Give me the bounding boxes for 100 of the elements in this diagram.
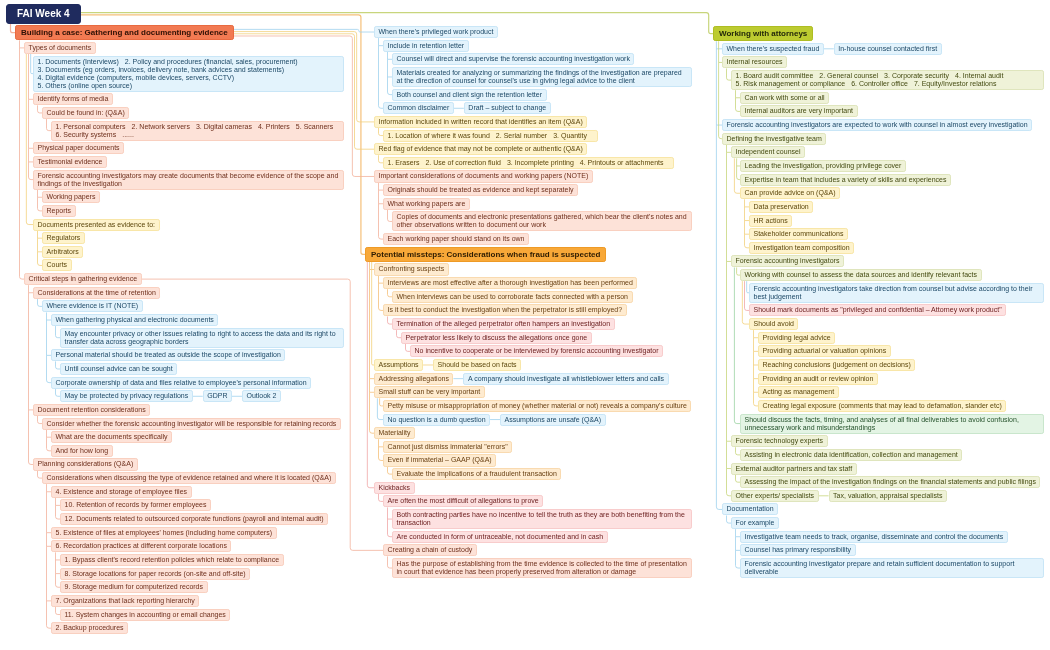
topic-node [740,159,906,172]
connector-line [28,292,34,294]
topic-node [500,413,606,426]
connector-line [753,329,754,339]
topic-node [758,358,916,371]
connector-line [378,282,379,309]
connector-line [28,98,29,149]
connector-line [744,206,745,221]
connector-line [735,108,741,112]
topic-node [51,349,286,362]
topic-node [758,345,891,358]
topic-node [374,386,485,399]
connector-line [746,280,750,294]
topic-node [740,544,856,557]
connector-line [718,62,719,137]
connector-line [378,189,384,191]
topic-node [51,431,173,444]
connector-line [818,495,829,497]
connector-line [736,267,741,276]
connector-line [55,325,61,339]
topic-node [392,468,562,481]
topic-node [383,495,544,508]
connector-line [55,606,61,615]
topic-node [383,102,454,115]
connector-line [716,48,723,50]
connector-line [378,438,379,448]
connector-line [726,151,727,262]
topic-node [740,448,963,461]
connector-line [378,457,384,461]
topic-node [383,399,692,412]
connector-line [46,491,52,493]
connector-line [378,127,384,136]
connector-line [726,492,732,497]
connector-line [735,549,741,551]
connector-line [378,307,384,311]
connector-line [366,261,375,489]
connector-line [716,506,723,510]
connector-line [726,261,732,262]
connector-line [387,518,393,520]
connector-line [387,51,388,60]
connector-line [46,436,47,449]
topic-node [51,444,113,457]
connector-line [37,251,38,264]
topic-node [383,544,477,557]
connector-line [233,35,375,177]
connector-line [80,14,366,255]
connector-line [726,440,732,442]
connector-line [753,403,759,407]
connector-line [753,378,754,393]
connector-line [37,189,38,198]
connector-line [19,47,20,277]
connector-line [387,533,393,538]
topic-node [33,93,113,106]
connector-line [735,89,736,99]
topic-node [740,558,1044,579]
connector-line [28,161,34,163]
connector-line [726,515,732,524]
connector-line [28,461,34,465]
connector-line [28,147,29,163]
topic-node [749,200,814,213]
connector-line [726,68,732,81]
connector-line [55,573,56,586]
connector-line [46,447,52,452]
connector-line [37,104,43,114]
topic-node [51,485,192,498]
topic-node [33,55,344,92]
connector-line [28,409,29,463]
connector-line [735,97,736,110]
connector-line [55,505,56,517]
topic-label: Building a case: Gathering and documenting evidence [21,28,228,38]
connector-line [378,282,384,284]
connector-line [718,135,723,140]
topic-node [241,390,281,403]
main-topic [713,26,814,42]
topic-node [392,290,633,303]
connector-line [378,493,384,502]
connector-line [753,350,754,366]
connector-line [735,565,741,569]
connector-line [37,196,38,209]
topic-node [60,567,251,580]
connector-line [377,397,384,420]
connector-line [378,446,379,459]
topic-node [383,454,497,467]
connector-line [46,436,52,438]
topic-node [731,70,1044,91]
topic-node [758,331,836,344]
topic-node [33,403,151,416]
topic-node [740,530,1008,543]
topic-node [51,120,344,141]
topic-node [51,622,129,635]
topic-node [731,462,857,475]
connector-line [378,203,379,237]
connector-line [387,288,393,298]
topic-node [731,517,779,530]
topic-node [33,142,125,155]
connector-line [46,483,47,493]
topic-node [51,526,277,539]
connector-line [233,29,375,33]
connector-line [387,556,393,569]
topic-node [740,91,830,104]
